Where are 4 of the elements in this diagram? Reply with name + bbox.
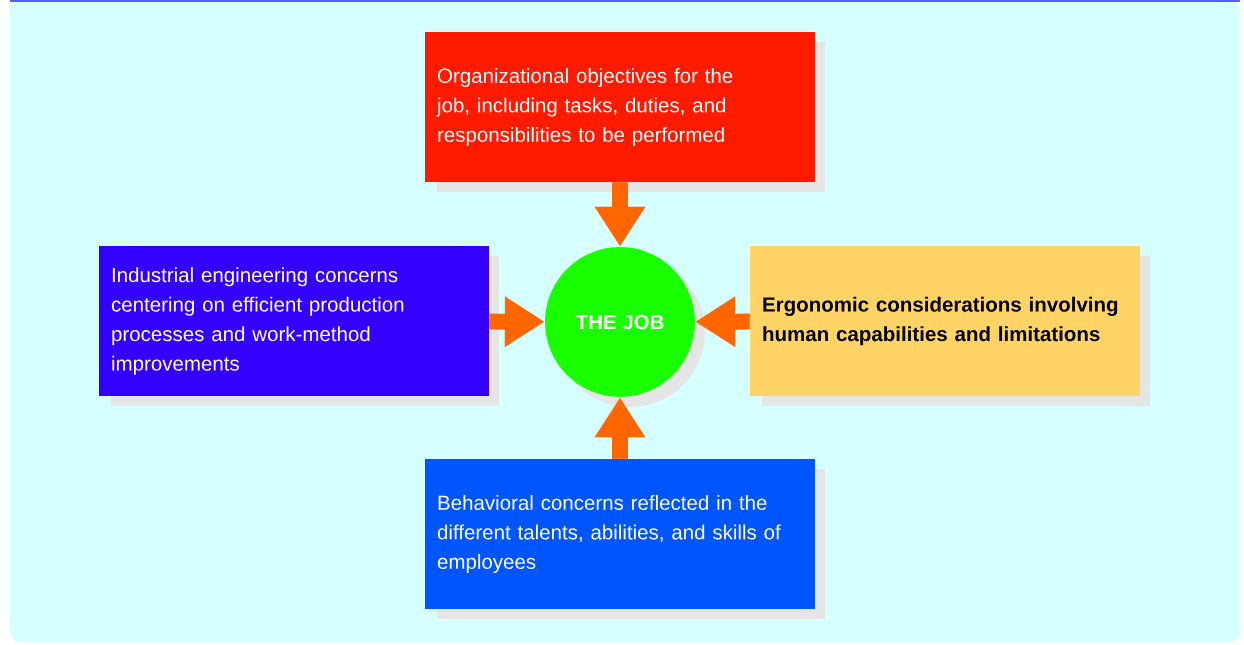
text-box: Ergonomic considerations involving human capabilities and limitations: [750, 246, 1140, 396]
text-box: Industrial engineering concerns centering on efficient production processes and work-method improvements: [99, 246, 489, 396]
text-box: Organizational objectives for the job, including tasks, duties, and responsibilities to be performed: [425, 32, 815, 182]
text-box: Behavioral concerns reflected in the different talents, abilities, and skills of employees: [425, 459, 815, 609]
